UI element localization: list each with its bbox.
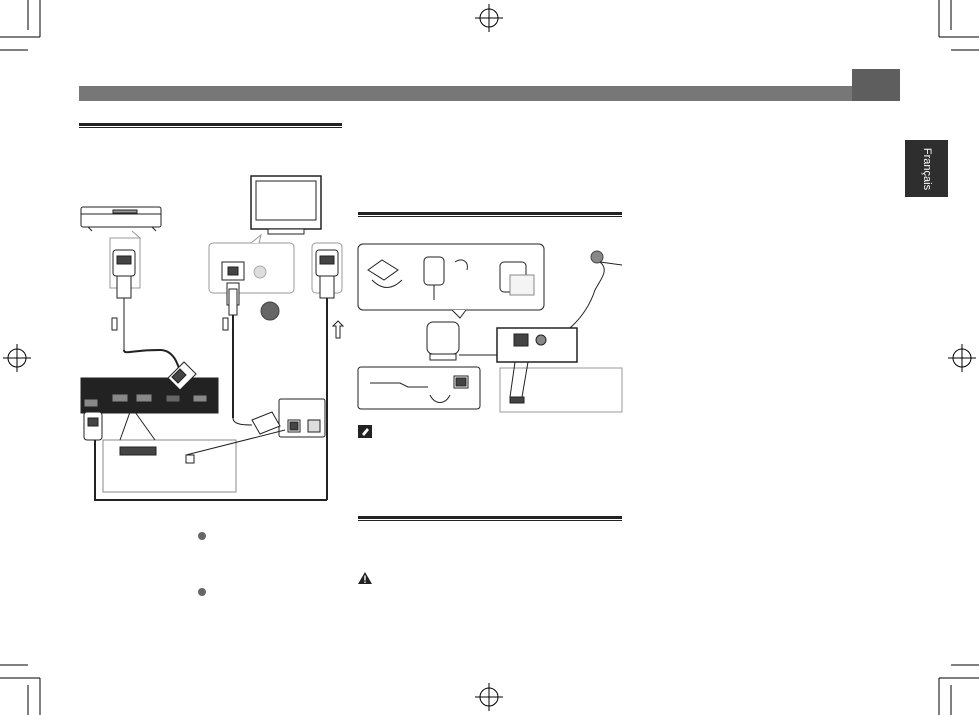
player-device	[80, 206, 162, 228]
section-rule-antenna	[358, 212, 622, 215]
section-rule-hdmi	[79, 123, 342, 126]
header-band	[79, 86, 900, 101]
section-rule-power	[358, 516, 622, 519]
section-rule-power-thin	[358, 520, 622, 521]
language-tab: Français	[905, 140, 948, 197]
marker-dot-2	[198, 588, 206, 596]
marker-dot-1	[198, 532, 206, 540]
page-number-tab	[852, 69, 900, 101]
section-rule-hdmi-thin	[79, 127, 342, 128]
section-rule-antenna-thin	[358, 216, 622, 217]
